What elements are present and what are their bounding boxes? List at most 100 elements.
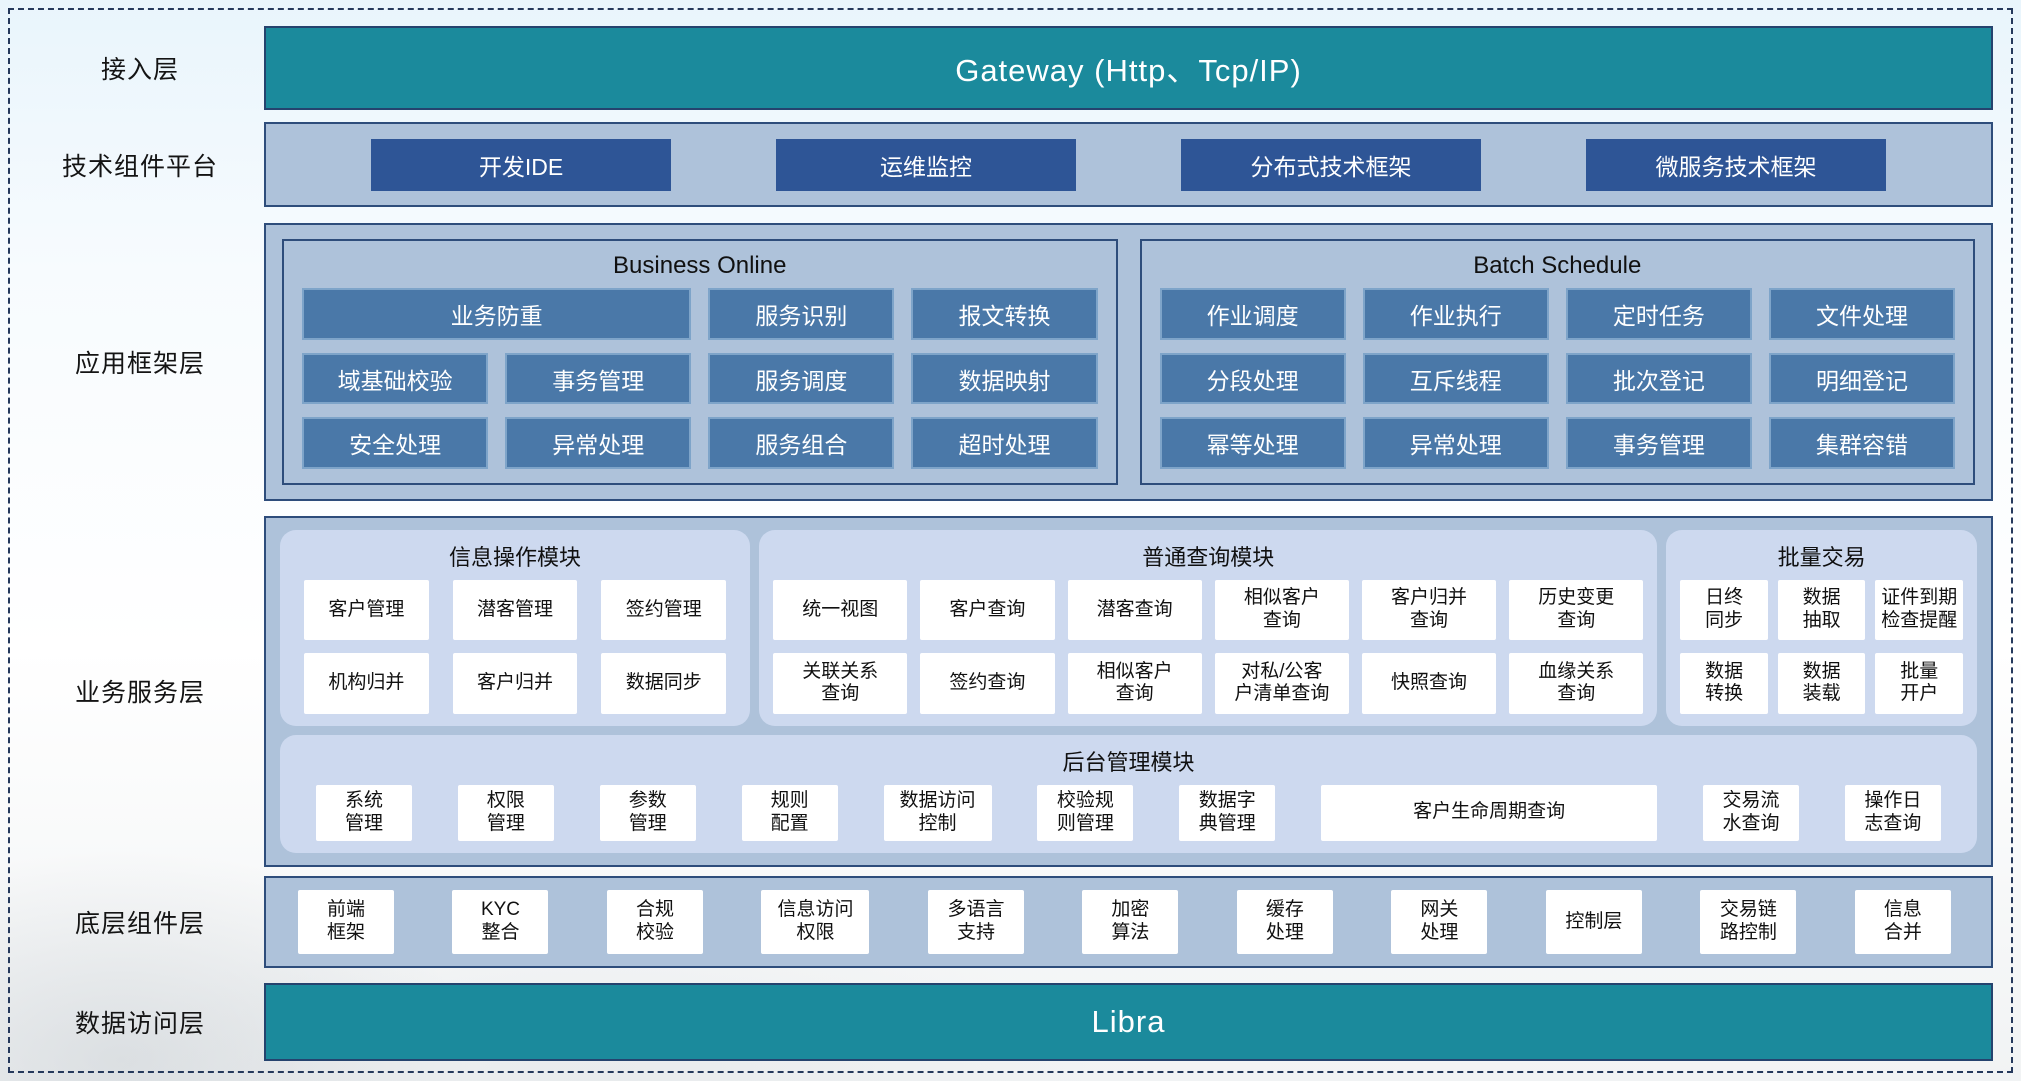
fw-button: 幂等处理 xyxy=(1159,417,1346,469)
service-card: 交易流 水查询 xyxy=(1703,784,1800,841)
fw-button: 集群容错 xyxy=(1768,417,1955,469)
info-operation-module-title: 信息操作模块 xyxy=(449,544,582,570)
architecture-diagram: 接入层 Gateway (Http、Tcp/IP) 技术组件平台 开发IDE 运… xyxy=(8,8,2013,1073)
component-card: 前端 框架 xyxy=(298,889,394,954)
service-card: 参数 管理 xyxy=(599,784,696,841)
service-card: 批量 开户 xyxy=(1875,653,1963,714)
batch-transaction-module: 批量交易 日终 同步 数据 抽取 证件到期 检查提醒 数据 转换 数据 装载 批… xyxy=(1666,529,1977,726)
business-service-row: 业务服务层 信息操作模块 客户管理 潜客管理 签约管理 机构归并 客户归并 数据… xyxy=(16,515,1993,867)
service-card: 日终 同步 xyxy=(1680,579,1768,641)
layer-label-business-service: 业务服务层 xyxy=(74,679,205,708)
business-service-panel: 信息操作模块 客户管理 潜客管理 签约管理 机构归并 客户归并 数据同步 普通查… xyxy=(264,515,1993,867)
service-card: 规则 配置 xyxy=(741,784,838,841)
business-online-panel: Business Online 业务防重 服务识别 报文转换 域基础校验 事务管… xyxy=(282,239,1118,485)
component-card: 信息 合并 xyxy=(1854,889,1951,954)
service-card: 客户归并 查询 xyxy=(1361,579,1497,641)
component-card: 加密 算法 xyxy=(1082,889,1179,954)
base-components-row: 底层组件层 前端 框架 KYC 整合 合规 校验 信息访问 权限 多语言 支持 … xyxy=(16,875,1993,969)
layer-label-base-components: 底层组件层 xyxy=(74,909,205,938)
batch-transaction-module-title: 批量交易 xyxy=(1777,544,1866,570)
app-framework-row: 应用框架层 Business Online 业务防重 服务识别 报文转换 域基础… xyxy=(16,223,1993,501)
fw-button: 定时任务 xyxy=(1565,288,1752,340)
service-card: 签约查询 xyxy=(920,653,1055,714)
component-card: 交易链 路控制 xyxy=(1700,889,1797,954)
service-card: 签约管理 xyxy=(601,579,727,641)
component-card: 信息访问 权限 xyxy=(761,889,870,954)
batch-transaction-cards: 日终 同步 数据 抽取 证件到期 检查提醒 数据 转换 数据 装载 批量 开户 xyxy=(1680,579,1963,714)
info-operation-module: 信息操作模块 客户管理 潜客管理 签约管理 机构归并 客户归并 数据同步 xyxy=(280,529,751,726)
service-card: 校验规 则管理 xyxy=(1037,784,1134,841)
data-access-row: 数据访问层 Libra xyxy=(16,983,1993,1061)
service-card: 客户归并 xyxy=(452,653,578,714)
base-components-panel: 前端 框架 KYC 整合 合规 校验 信息访问 权限 多语言 支持 加密 算法 … xyxy=(264,875,1993,969)
batch-schedule-panel: Batch Schedule 作业调度 作业执行 定时任务 文件处理 分段处理 … xyxy=(1139,239,1975,485)
tech-button-dev-ide: 开发IDE xyxy=(371,138,671,191)
layer-label-data-access: 数据访问层 xyxy=(74,1010,205,1039)
app-framework-panel: Business Online 业务防重 服务识别 报文转换 域基础校验 事务管… xyxy=(264,223,1993,501)
fw-button: 明细登记 xyxy=(1768,352,1955,405)
fw-button: 异常处理 xyxy=(505,417,692,469)
fw-button: 报文转换 xyxy=(911,288,1098,340)
fw-button: 超时处理 xyxy=(911,417,1098,469)
service-modules-row: 信息操作模块 客户管理 潜客管理 签约管理 机构归并 客户归并 数据同步 普通查… xyxy=(280,529,1977,726)
general-query-cards: 统一视图 客户查询 潜客查询 相似客户 查询 客户归并 查询 历史变更 查询 关… xyxy=(773,579,1644,714)
service-card: 数据 装载 xyxy=(1777,653,1866,714)
tech-button-ops-monitor: 运维监控 xyxy=(776,138,1076,191)
fw-button: 文件处理 xyxy=(1768,288,1955,340)
fw-button: 互斥线程 xyxy=(1362,352,1549,405)
batch-schedule-title: Batch Schedule xyxy=(1473,252,1642,280)
fw-button: 服务识别 xyxy=(708,288,895,340)
service-card: 相似客户 查询 xyxy=(1067,653,1202,714)
layer-label-app-framework: 应用框架层 xyxy=(74,350,205,379)
service-card: 血缘关系 查询 xyxy=(1509,653,1644,714)
service-card: 客户管理 xyxy=(304,579,429,641)
fw-button: 分段处理 xyxy=(1159,352,1346,405)
info-operation-cards: 客户管理 潜客管理 签约管理 机构归并 客户归并 数据同步 xyxy=(294,579,736,714)
fw-button: 业务防重 xyxy=(302,288,692,340)
fw-button: 异常处理 xyxy=(1362,417,1549,469)
business-online-grid: 业务防重 服务识别 报文转换 域基础校验 事务管理 服务调度 数据映射 安全处理… xyxy=(302,288,1098,469)
component-card: 合规 校验 xyxy=(606,889,703,954)
service-card: 关联关系 查询 xyxy=(773,653,908,714)
service-card: 统一视图 xyxy=(773,579,908,641)
service-card: 潜客查询 xyxy=(1067,579,1202,641)
service-card: 相似客户 查询 xyxy=(1214,579,1349,641)
service-card: 数据 抽取 xyxy=(1777,579,1866,641)
service-card: 客户查询 xyxy=(920,579,1055,641)
service-card: 数据访问 控制 xyxy=(883,784,992,841)
component-card: 控制层 xyxy=(1545,889,1642,954)
general-query-module-title: 普通查询模块 xyxy=(1142,544,1275,570)
backend-admin-cards: 系统 管理 权限 管理 参数 管理 规则 配置 数据访问 控制 校验规 则管理 … xyxy=(294,784,1963,841)
service-card: 潜客管理 xyxy=(452,579,578,641)
service-card: 客户生命周期查询 xyxy=(1321,784,1658,841)
access-layer-row: 接入层 Gateway (Http、Tcp/IP) xyxy=(16,26,1993,110)
component-card: 缓存 处理 xyxy=(1236,889,1333,954)
fw-button: 数据映射 xyxy=(911,352,1098,405)
service-card: 机构归并 xyxy=(304,653,429,714)
tech-platform-row: 技术组件平台 开发IDE 运维监控 分布式技术框架 微服务技术框架 xyxy=(16,121,1993,208)
tech-button-microservice-framework: 微服务技术框架 xyxy=(1586,138,1886,191)
component-card: KYC 整合 xyxy=(452,889,549,954)
batch-schedule-grid: 作业调度 作业执行 定时任务 文件处理 分段处理 互斥线程 批次登记 明细登记 … xyxy=(1159,288,1955,469)
service-card: 数据 转换 xyxy=(1680,653,1768,714)
service-card: 快照查询 xyxy=(1361,653,1497,714)
fw-button: 安全处理 xyxy=(302,417,489,469)
service-card: 对私/公客 户清单查询 xyxy=(1214,653,1349,714)
fw-button: 批次登记 xyxy=(1565,352,1752,405)
layer-label-access: 接入层 xyxy=(100,55,179,84)
tech-button-distributed-framework: 分布式技术框架 xyxy=(1181,138,1481,191)
business-online-title: Business Online xyxy=(613,252,787,280)
fw-button: 服务组合 xyxy=(708,417,895,469)
service-card: 数据字 典管理 xyxy=(1179,784,1276,841)
service-card: 权限 管理 xyxy=(457,784,554,841)
fw-button: 作业调度 xyxy=(1159,288,1346,340)
backend-admin-module-title: 后台管理模块 xyxy=(1062,749,1195,775)
libra-label: Libra xyxy=(1091,1004,1166,1040)
fw-button: 作业执行 xyxy=(1362,288,1549,340)
fw-button: 事务管理 xyxy=(505,352,692,405)
layer-label-tech-platform: 技术组件平台 xyxy=(61,152,218,181)
tech-platform-panel: 开发IDE 运维监控 分布式技术框架 微服务技术框架 xyxy=(264,121,1993,208)
component-card: 网关 处理 xyxy=(1391,889,1488,954)
fw-button: 事务管理 xyxy=(1565,417,1752,469)
service-card: 历史变更 查询 xyxy=(1509,579,1644,641)
